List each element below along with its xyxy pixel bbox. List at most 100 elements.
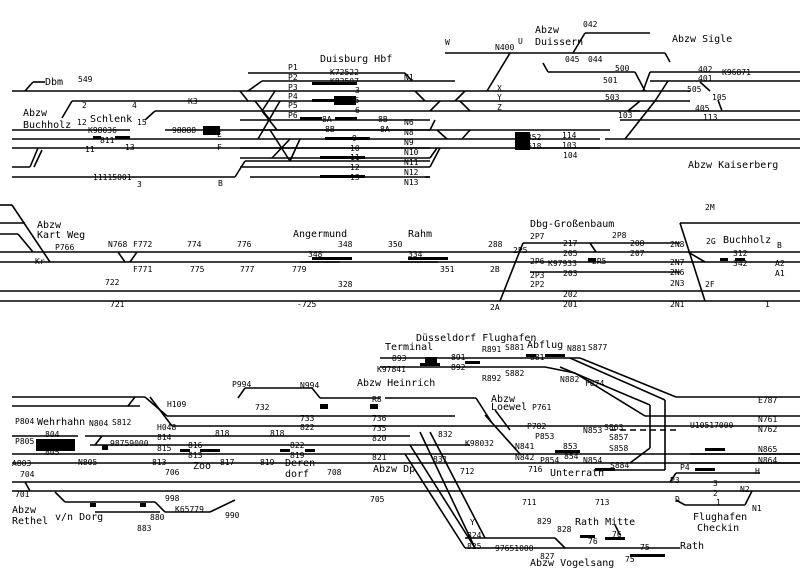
track-label: 705	[370, 495, 385, 504]
track-label: 113	[703, 113, 718, 122]
station-name: Abzw Dp	[373, 464, 415, 475]
track-label: 998	[165, 494, 180, 503]
station-name: Loewel	[491, 402, 527, 413]
track-segment	[404, 72, 413, 82]
track-label: 503	[605, 93, 620, 102]
occupied-block	[334, 96, 356, 105]
occupied-block	[555, 450, 580, 453]
station-name: Checkin	[697, 523, 739, 534]
occupied-block	[115, 136, 130, 139]
station-name: Abzw	[37, 220, 62, 231]
track-label: 813	[188, 451, 203, 460]
occupied-block	[312, 82, 357, 85]
track-label: P5	[288, 101, 298, 110]
track-segment	[429, 100, 441, 112]
occupied-block	[425, 357, 437, 365]
track-label: R892	[482, 374, 501, 383]
track-label: 819	[260, 458, 275, 467]
track-label: N400	[495, 43, 514, 52]
track-label: U10517000	[690, 421, 734, 430]
track-label: N994	[300, 381, 319, 390]
track-label: 733	[300, 414, 315, 423]
station-name: Buchholz	[23, 120, 71, 131]
occupied-block	[545, 354, 565, 357]
track-label: A2	[775, 259, 785, 268]
track-label: 853	[563, 442, 578, 451]
track-segment	[239, 90, 249, 102]
track-label: N6	[404, 118, 414, 127]
track-label: P4	[680, 463, 690, 472]
track-label: 701	[15, 490, 30, 499]
track-segment	[269, 129, 291, 162]
track-label: N12	[404, 168, 419, 177]
track-label: 549	[78, 75, 93, 84]
track-label: N8	[404, 128, 414, 137]
track-label: R891	[482, 345, 501, 354]
track-segment	[414, 90, 426, 102]
occupied-block	[408, 257, 448, 260]
occupied-block	[370, 404, 378, 409]
occupied-block	[420, 363, 440, 366]
track-segment	[247, 80, 263, 92]
track-label: N761	[758, 415, 777, 424]
track-label: 217	[563, 239, 578, 248]
track-label: 814	[157, 433, 172, 442]
track-label: Kr	[35, 257, 45, 266]
occupied-block	[605, 537, 625, 540]
track-label: 2N6	[670, 268, 685, 277]
track-label: 2M	[705, 203, 715, 212]
station-name: Dbm	[45, 77, 63, 88]
track-segment	[33, 149, 43, 168]
track-label: 2	[82, 101, 87, 110]
track-segment	[629, 447, 651, 464]
track-label: H109	[167, 400, 186, 409]
occupied-block	[335, 117, 357, 120]
occupied-block	[140, 503, 146, 507]
track-label: 2N8	[670, 240, 685, 249]
track-label: 819	[290, 451, 305, 460]
track-label: 2P3	[530, 271, 545, 280]
track-label: S881	[505, 343, 524, 352]
track-label: 713	[595, 498, 610, 507]
track-label: W	[445, 38, 450, 47]
track-label: P853	[535, 432, 554, 441]
occupied-block	[280, 449, 290, 452]
track-label: 818	[270, 429, 285, 438]
track-segment	[209, 499, 236, 513]
track-segment	[484, 414, 521, 455]
occupied-block	[300, 117, 322, 120]
track-label: P3	[288, 83, 298, 92]
track-label: N864	[758, 456, 777, 465]
track-label: S857	[609, 433, 628, 442]
track-label: S877	[588, 343, 607, 352]
track-label: R8	[372, 395, 382, 404]
occupied-block	[320, 156, 365, 159]
track-label: 2P8	[612, 231, 627, 240]
track-label: N762	[758, 425, 777, 434]
station-name: Abflug	[527, 340, 563, 351]
track-segment	[117, 251, 126, 263]
track-label: F	[217, 143, 222, 152]
station-name: Terminal	[385, 342, 433, 353]
track-label: S858	[609, 444, 628, 453]
station-name: Abzw	[23, 108, 48, 119]
station-name: Rath	[680, 541, 704, 552]
station-name: Rath Mitte	[575, 517, 635, 528]
track-label: 11	[350, 153, 360, 162]
track-label: 829	[537, 517, 552, 526]
track-segment	[614, 524, 621, 536]
track-label: 3	[713, 479, 718, 488]
track-label: 98759000	[110, 439, 149, 448]
track-label: N881	[567, 344, 586, 353]
track-segment	[654, 80, 669, 102]
track-label: H	[755, 467, 760, 476]
track-label: P804	[15, 417, 34, 426]
track-label: P3	[670, 476, 680, 485]
track-label: 2P6	[530, 257, 545, 266]
track-label: 042	[583, 20, 598, 29]
station-name: Rahm	[408, 229, 432, 240]
track-segment	[454, 90, 466, 102]
track-label: X	[497, 84, 502, 93]
occupied-block	[580, 535, 595, 538]
occupied-block	[735, 258, 745, 261]
